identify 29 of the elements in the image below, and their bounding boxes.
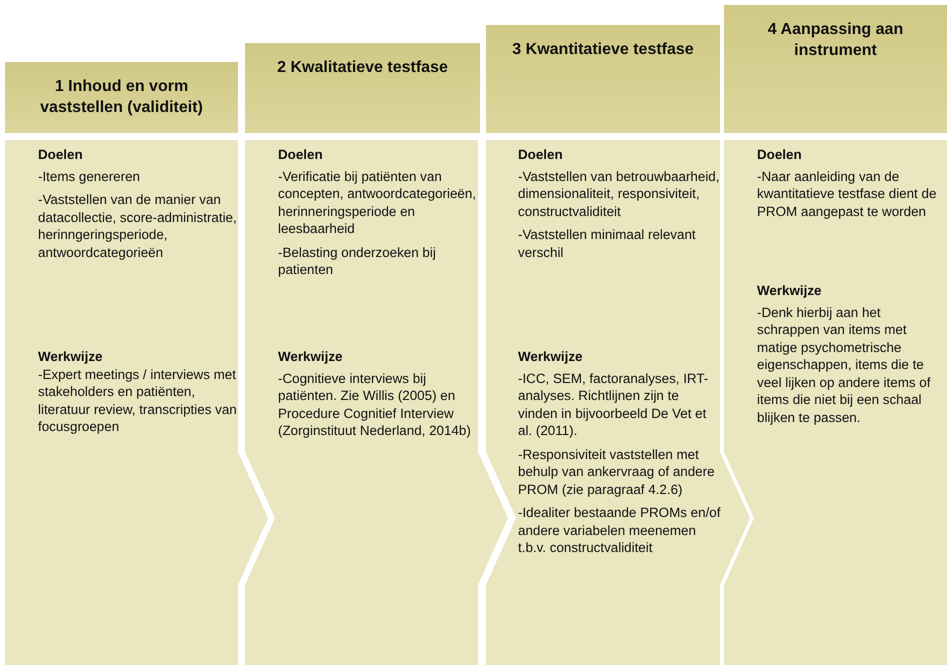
- phase-header: [486, 25, 720, 133]
- phase-title: 1 Inhoud en vorm vaststellen (validiteit): [39, 77, 204, 118]
- section-heading: Werkwijze: [38, 348, 104, 366]
- list-item: -Responsiviteit vaststellen met behulp van ankervraag of andere PROM (zie paragraaf 4.2.6): [518, 446, 716, 498]
- phase-header: [245, 43, 480, 133]
- list-item: -Vaststellen van betrouwbaarheid, dimensionaliteit, responsiviteit, constructvaliditeit: [518, 168, 720, 220]
- list-item: -Naar aanleiding van de kwantitatieve testfase dient de PROM aangepast te worden: [757, 168, 938, 220]
- list-item: -Verificatie bij patiënten van concepten, antwoordcategorieën, herinneringsperiode en leesbaarheid: [278, 168, 478, 238]
- list-item: -Belasting onderzoeken bij patienten: [278, 244, 437, 278]
- section-heading: Doelen: [278, 146, 324, 164]
- phase-header: [724, 5, 947, 133]
- list-item: -ICC, SEM, factoranalyses, IRT-analyses. Richtlijnen zijn te vinden in bijvoorbeeld De Vet et al. (2011).: [518, 370, 710, 440]
- section-heading: Werkwijze: [518, 348, 584, 366]
- list-item: -Items genereren: [38, 168, 141, 185]
- phase-title: 4 Aanpassing aan instrument: [766, 20, 904, 61]
- section-heading: Werkwijze: [757, 282, 823, 300]
- phase-header: [5, 62, 238, 133]
- list-item: -Vaststellen van de manier van datacollectie, score-administratie, herinngeringsperiode, antwoordcategorieën: [38, 191, 238, 261]
- section-heading: Werkwijze: [278, 348, 344, 366]
- list-item: -Cognitieve interviews bij patiënten. Zie Willis (2005) en Procedure Cognitief Interview (Zorginstituut Nederland, 2014b): [278, 370, 472, 440]
- list-item: -Idealiter bestaande PROMs en/of andere variabelen meenemen t.b.v. constructvaliditeit: [518, 504, 721, 556]
- list-item: -Vaststellen minimaal relevant verschil: [518, 226, 697, 261]
- section-heading: Doelen: [757, 146, 803, 164]
- section-heading: Doelen: [518, 146, 564, 164]
- list-item: -Expert meetings / interviews met stakeholders en patiënten, literatuur review, transcripties van focusgroepen: [38, 366, 238, 436]
- phase-title: 2 Kwalitatieve testfase: [276, 58, 449, 78]
- section-heading: Doelen: [38, 146, 84, 164]
- list-item: -Denk hierbij aan het schrappen van items met matige psychometrische eigenschappen, items die te veel lijken op andere items of items die niet bij een schaal blijken te passen.: [757, 304, 932, 426]
- phase-title: 3 Kwantitatieve testfase: [511, 40, 695, 60]
